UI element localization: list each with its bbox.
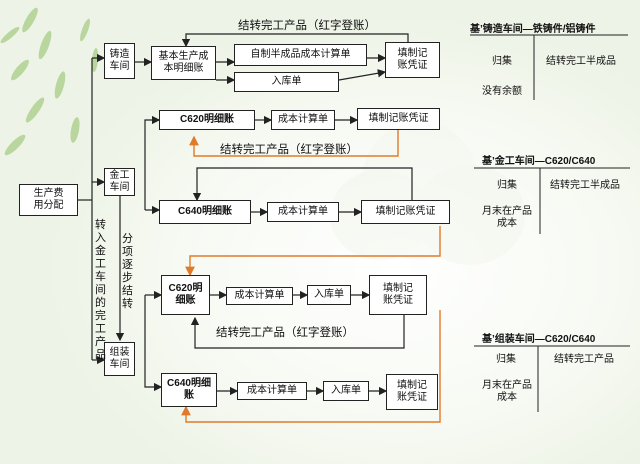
c620-metal-cost-sheet-box: 成本计算单 — [271, 110, 335, 130]
c640-assembly-cost-sheet-box: 成本计算单 — [237, 382, 307, 400]
assembly-ledger-debit-header: 归集 — [496, 354, 516, 365]
foundry-voucher-label: 填制记账凭证 — [397, 48, 428, 71]
c620-assembly-warehouse-slip-box: 入库单 — [307, 285, 351, 305]
step-by-step-vertical-label: 分项逐步结转 — [122, 232, 133, 310]
c640-metal-cost-sheet-label: 成本计算单 — [278, 206, 328, 217]
assembly-ledger-title: 基’组装车间—C620/C640 — [482, 334, 596, 345]
assembly-workshop-label: 组装车间 — [109, 347, 130, 370]
assembly-workshop-box: 组装车间 — [104, 342, 135, 376]
lotus-decoration — [330, 120, 525, 265]
c620-metal-voucher-label: 填制记账凭证 — [368, 113, 429, 124]
c640-metal-voucher-box: 填制记账凭证 — [361, 200, 450, 224]
metalwork-ledger-balance: 月末在产品成本 — [482, 206, 532, 229]
carry-over-metal-label: 结转完工产品（红字登账） — [220, 142, 358, 156]
foundry-ledger-title: 基’铸造车间—铁铸件/铝铸件 — [470, 24, 596, 35]
metalwork-t-ledger: 基’金工车间—C620/C640 归集 结转完工半成品 月末在产品成本 — [474, 152, 630, 234]
carry-over-foundry-label: 结转完工产品（红字登账） — [238, 18, 376, 32]
basic-production-ledger-label: 基本生产成本明细账 — [158, 51, 209, 74]
c640-assembly-ledger-label: C640明细账 — [167, 378, 211, 401]
foundry-warehouse-slip-box: 入库单 — [234, 72, 339, 92]
c640-metal-voucher-label: 填制记账凭证 — [375, 206, 436, 217]
metalwork-workshop-label: 金工车间 — [109, 170, 130, 193]
cost-allocation-box: 生产费用分配 — [19, 184, 78, 216]
metalwork-ledger-debit-header: 归集 — [497, 180, 517, 191]
c620-assembly-cost-sheet-box: 成本计算单 — [226, 287, 293, 305]
c620-metal-ledger-label: C620明细账 — [180, 114, 234, 125]
carry-over-assembly-label: 结转完工产品（红字登账） — [216, 325, 354, 339]
c640-assembly-cost-sheet-label: 成本计算单 — [247, 385, 297, 396]
c640-assembly-ledger-box: C640明细账 — [161, 373, 217, 407]
c620-assembly-ledger-box: C620明细账 — [161, 275, 210, 315]
foundry-t-ledger: 基’铸造车间—铁铸件/铝铸件 归集 结转完工半成品 没有余额 — [470, 20, 628, 100]
semi-product-cost-sheet-box: 自制半成品成本计算单 — [234, 44, 367, 66]
c640-metal-cost-sheet-box: 成本计算单 — [267, 202, 339, 222]
foundry-ledger-credit-header: 结转完工半成品 — [546, 56, 616, 67]
cost-allocation-label: 生产费用分配 — [33, 188, 64, 211]
assembly-t-ledger: 基’组装车间—C620/C640 归集 结转完工产品 月末在产品成本 — [474, 330, 630, 412]
foundry-voucher-box: 填制记账凭证 — [385, 42, 440, 78]
foundry-ledger-balance: 没有余额 — [482, 86, 522, 97]
foundry-warehouse-slip-label: 入库单 — [271, 76, 302, 87]
metalwork-ledger-title: 基’金工车间—C620/C640 — [482, 156, 596, 167]
c640-assembly-warehouse-slip-label: 入库单 — [331, 385, 361, 396]
metalwork-workshop-box: 金工车间 — [104, 168, 135, 196]
basic-production-ledger-box: 基本生产成本明细账 — [151, 46, 216, 80]
metalwork-ledger-credit-header: 结转完工半成品 — [550, 180, 620, 191]
c620-metal-ledger-box: C620明细账 — [159, 110, 255, 130]
c620-assembly-voucher-label: 填制记账凭证 — [383, 283, 413, 306]
c620-assembly-ledger-label: C620明细账 — [168, 283, 203, 306]
foundry-ledger-debit-header: 归集 — [492, 56, 512, 67]
c640-assembly-voucher-label: 填制记账凭证 — [397, 380, 427, 403]
assembly-ledger-credit-header: 结转完工产品 — [554, 354, 614, 365]
c640-metal-ledger-box: C640明细账 — [159, 200, 251, 224]
c640-assembly-warehouse-slip-box: 入库单 — [323, 381, 369, 401]
foundry-workshop-box: 铸造车间 — [104, 43, 135, 79]
transfer-to-metal-vertical-label: 转入金工车间的完工产品 — [95, 218, 106, 361]
c620-metal-cost-sheet-label: 成本计算单 — [278, 114, 328, 125]
c620-assembly-cost-sheet-label: 成本计算单 — [234, 290, 285, 301]
semi-product-cost-sheet-label: 自制半成品成本计算单 — [250, 49, 351, 60]
foundry-workshop-label: 铸造车间 — [109, 49, 130, 72]
assembly-ledger-balance: 月末在产品成本 — [482, 380, 532, 403]
c640-assembly-voucher-box: 填制记账凭证 — [386, 374, 438, 410]
willow-leaves-decoration — [0, 7, 99, 156]
c620-assembly-warehouse-slip-label: 入库单 — [314, 289, 344, 300]
c620-metal-voucher-box: 填制记账凭证 — [357, 108, 440, 130]
c620-assembly-voucher-box: 填制记账凭证 — [369, 275, 427, 315]
c640-metal-ledger-label: C640明细账 — [178, 206, 232, 217]
